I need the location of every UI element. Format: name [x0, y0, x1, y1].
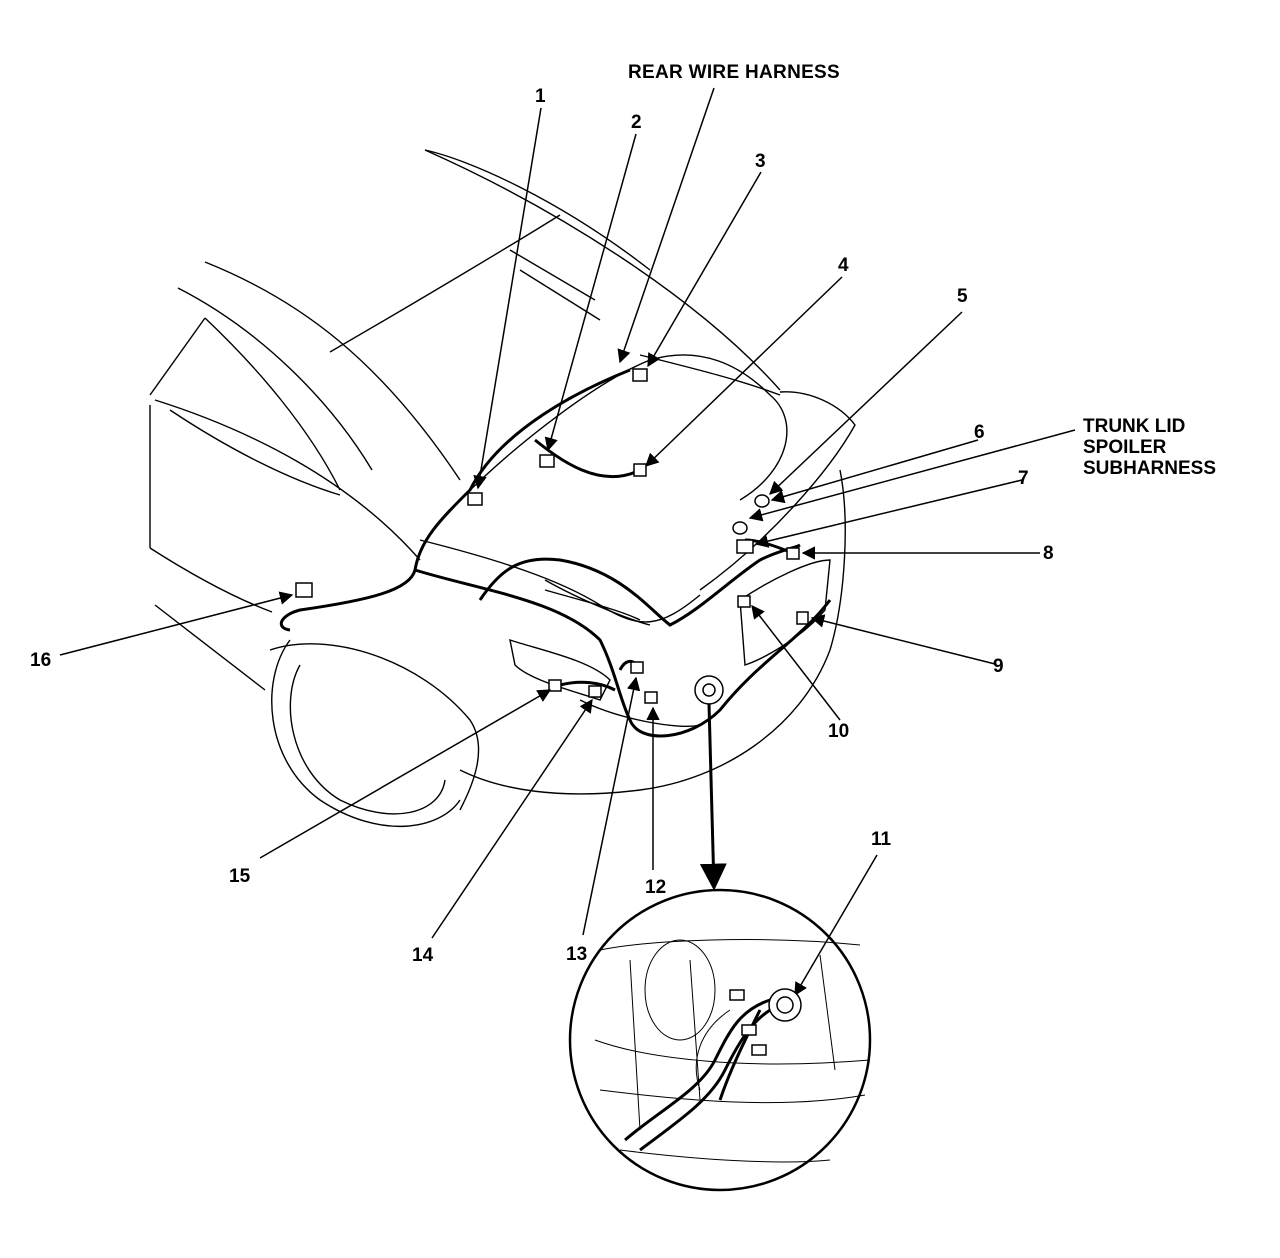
callout-9: 9 [993, 656, 1004, 677]
callout-11: 11 [871, 829, 892, 850]
callout-16: 16 [30, 650, 52, 671]
callout-4: 4 [838, 255, 849, 276]
callout-1: 1 [535, 86, 546, 107]
callout-6: 6 [974, 422, 985, 443]
connector-2 [539, 454, 555, 468]
detail-inset [568, 888, 872, 1192]
rear-wire-harness-label: REAR WIRE HARNESS [628, 62, 841, 83]
callout-3: 3 [755, 151, 766, 172]
callout-7: 7 [1018, 468, 1029, 489]
connector-15 [548, 679, 562, 692]
callout-15: 15 [229, 866, 251, 887]
connector-4 [633, 463, 647, 477]
callout-8: 8 [1043, 543, 1054, 564]
connector-10 [737, 595, 751, 608]
connector-12 [644, 691, 658, 704]
connector-14 [588, 685, 602, 698]
callout-2: 2 [631, 112, 642, 133]
connector-7 [736, 539, 754, 554]
harness-wiring [279, 368, 832, 738]
leader-lines [59, 87, 1076, 997]
connector-8 [786, 547, 800, 560]
callout-5: 5 [957, 286, 968, 307]
trunk-lid-spoiler-subharness-label: TRUNK LID SPOILER SUBHARNESS [1083, 416, 1217, 479]
callout-12: 12 [645, 877, 667, 898]
car-body-outline [149, 149, 856, 828]
connector-1 [467, 492, 483, 506]
connector-16 [295, 582, 313, 598]
connector-9 [796, 611, 809, 625]
callout-14: 14 [412, 945, 434, 966]
connector-13 [630, 661, 644, 674]
connector-6 [732, 521, 748, 535]
callout-10: 10 [828, 721, 850, 742]
connectors [295, 368, 809, 705]
connector-5 [754, 494, 770, 508]
connector-3 [632, 368, 648, 382]
callout-13: 13 [566, 944, 588, 965]
